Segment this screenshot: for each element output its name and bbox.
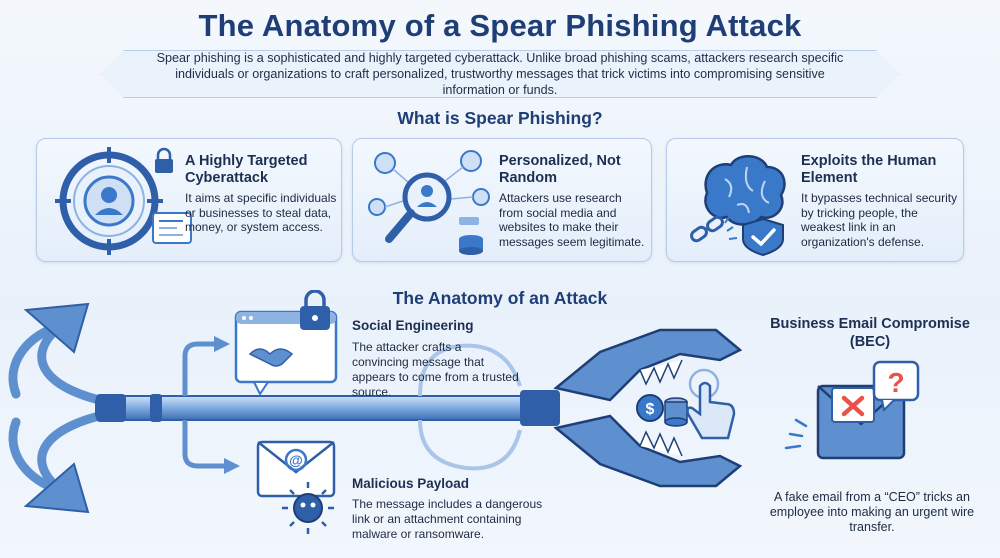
card-human-element: Exploits the Human Element It bypasses t… xyxy=(666,138,964,262)
card-text: It bypasses technical security by tricki… xyxy=(801,191,958,249)
card-title: Personalized, Not Random xyxy=(499,153,621,186)
email-virus-icon: @ xyxy=(256,440,336,534)
bec-text: A fake email from a “CEO” tricks an empl… xyxy=(769,490,975,534)
click-hand-icon xyxy=(686,368,736,440)
section-title-what: What is Spear Phishing? xyxy=(397,108,603,128)
brain-shield-icon xyxy=(690,155,786,257)
card-title: A Highly Targeted Cyberattack xyxy=(185,153,308,186)
page-title: The Anatomy of a Spear Phishing Attack xyxy=(198,8,802,43)
handshake-message-icon xyxy=(234,290,338,396)
svg-text:$: $ xyxy=(646,401,655,418)
target-crosshair-icon xyxy=(55,147,192,255)
social-engineering-title: Social Engineering xyxy=(352,318,474,333)
trap-jaw-icon: $ xyxy=(553,328,743,488)
email-question-icon: ? xyxy=(784,360,920,460)
magnifier-network-icon xyxy=(368,150,490,255)
card-targeted: A Highly Targeted Cyberattack It aims at… xyxy=(36,138,342,262)
section-title-anatomy: The Anatomy of an Attack xyxy=(392,288,608,308)
card-text: Attackers use research from social media… xyxy=(499,191,645,249)
card-title: Exploits the Human Element xyxy=(801,153,937,186)
malicious-payload-text: The message includes a dangerous link or… xyxy=(352,497,543,541)
bec-title: Business Email Compromise (BEC) xyxy=(770,316,970,350)
social-engineering-text: The attacker crafts a convincing message… xyxy=(352,340,519,399)
malicious-payload-title: Malicious Payload xyxy=(352,476,470,491)
trident-hook-icon xyxy=(8,302,113,514)
card-personalized: Personalized, Not Random Attackers use r… xyxy=(352,138,652,262)
spear-diagram: @ $ ? xyxy=(8,290,920,534)
card-text: It aims at specific individuals or busin… xyxy=(185,191,337,234)
svg-text:@: @ xyxy=(289,452,303,468)
intro-banner: Spear phishing is a sophisticated and hi… xyxy=(100,50,900,98)
svg-text:?: ? xyxy=(887,367,904,398)
